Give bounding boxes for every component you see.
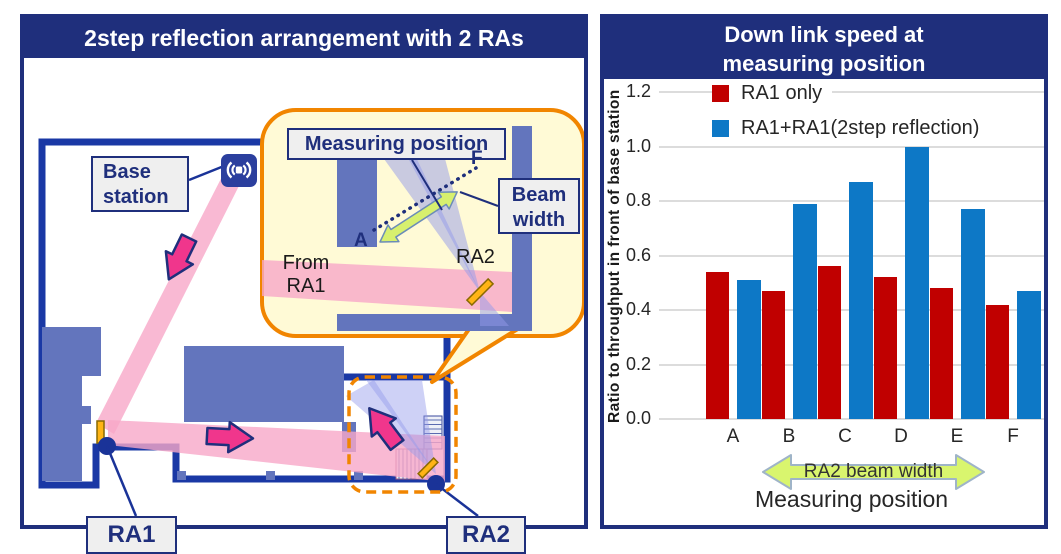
bar-blue-E <box>961 209 985 419</box>
y-tick-label: 0.0 <box>625 408 651 428</box>
bar-red-E <box>930 288 953 419</box>
gridline <box>659 91 1044 93</box>
bar-red-D <box>874 277 897 419</box>
beam-width-connector <box>459 191 499 207</box>
inset-beam-from-ra1 <box>262 260 512 312</box>
x-category-label: C <box>838 426 852 447</box>
y-axis-label: Ratio to throughput in front of base sta… <box>606 89 623 424</box>
annotation-text: RA2 beam width <box>803 461 944 482</box>
chart-title: Down link speed at measuring position <box>604 18 1044 79</box>
beam-ra2-fan-2 <box>366 380 436 474</box>
legend-swatch-red <box>712 85 729 102</box>
ra2-label: RA2 <box>446 516 526 554</box>
inset-fan-3 <box>480 292 509 326</box>
y-tick-label: 0.6 <box>625 244 651 265</box>
base-station-label: Base station <box>91 156 189 212</box>
bar-blue-B <box>793 203 817 419</box>
y-tick-label: 0.4 <box>625 299 651 319</box>
bar-red-A <box>706 271 729 419</box>
x-category-label: B <box>782 426 796 447</box>
bar-blue-F <box>1017 290 1041 419</box>
x-axis-label: Measuring position <box>754 486 949 512</box>
bar-blue-D <box>905 146 929 419</box>
bar-red-C <box>818 266 841 419</box>
y-tick-label: 1.2 <box>625 81 651 101</box>
base-station-connector <box>188 164 225 182</box>
x-category-label: E <box>950 426 964 447</box>
gridline <box>659 418 1044 420</box>
point-f-label: F <box>471 148 483 169</box>
floor-plan-svg <box>38 108 584 517</box>
from-ra1-label: From RA1 <box>282 252 330 297</box>
ra2-beam-width-annotation: RA2 beam width <box>761 453 986 491</box>
y-tick-label: 0.2 <box>625 353 651 374</box>
beam-arrow-down-icon <box>164 233 198 281</box>
legend-label: RA1 only <box>741 82 823 104</box>
bar-chart: 0.0 0.2 0.4 0.6 0.8 1.0 1.2 A B C D E F Ratio to th… <box>604 18 1044 525</box>
beam-ra1-to-ra2 <box>108 420 445 482</box>
x-category-label: A <box>726 426 740 447</box>
x-category-label: F <box>1007 426 1019 447</box>
bar-red-B <box>762 290 785 419</box>
y-tick-label: 0.8 <box>625 190 651 210</box>
measuring-position-label: Measuring position <box>287 128 506 160</box>
inset-ra2-label: RA2 <box>456 246 495 268</box>
beam-arrow-upleft-icon <box>368 407 405 452</box>
legend-item-2step: RA1+RA1(2step reflection) <box>712 115 990 142</box>
floor-plan-diagram: Base station RA1 RA2 Measuring position … <box>24 58 584 554</box>
beam-base-to-ra1 <box>96 161 247 434</box>
ra1-label: RA1 <box>86 516 177 554</box>
point-a-label: A <box>354 230 368 251</box>
ra2-mirror <box>417 457 439 479</box>
chart-panel: Down link speed at measuring position 0.… <box>600 14 1048 529</box>
arrangement-panel: 2step reflection arrangement with 2 RAs <box>20 14 588 554</box>
beam-width-label: Beam width <box>498 178 580 234</box>
x-category-label: D <box>894 426 908 447</box>
ra2-connector <box>435 483 479 517</box>
bar-blue-C <box>849 181 873 419</box>
arrangement-title: 2step reflection arrangement with 2 RAs <box>24 18 584 58</box>
bar-red-F <box>986 304 1009 419</box>
legend-label: RA1+RA1(2step reflection) <box>741 117 980 139</box>
beam-arrow-right-icon <box>205 420 255 454</box>
y-tick-label: 1.0 <box>625 135 651 156</box>
measuring-position-connector <box>411 159 443 211</box>
measuring-line <box>372 166 478 232</box>
legend-item-ra1-only: RA1 only <box>712 80 833 107</box>
inset-ra2-mirror <box>465 277 495 307</box>
base-station-icon <box>221 154 257 187</box>
gridline <box>659 145 1044 148</box>
ra2-area-dashed-box <box>347 375 458 494</box>
inset-fan-2 <box>394 132 480 292</box>
green-double-arrow-icon <box>762 454 985 490</box>
bar-blue-A <box>737 280 761 419</box>
legend-swatch-blue <box>712 120 729 137</box>
ra1-connector <box>105 445 138 517</box>
